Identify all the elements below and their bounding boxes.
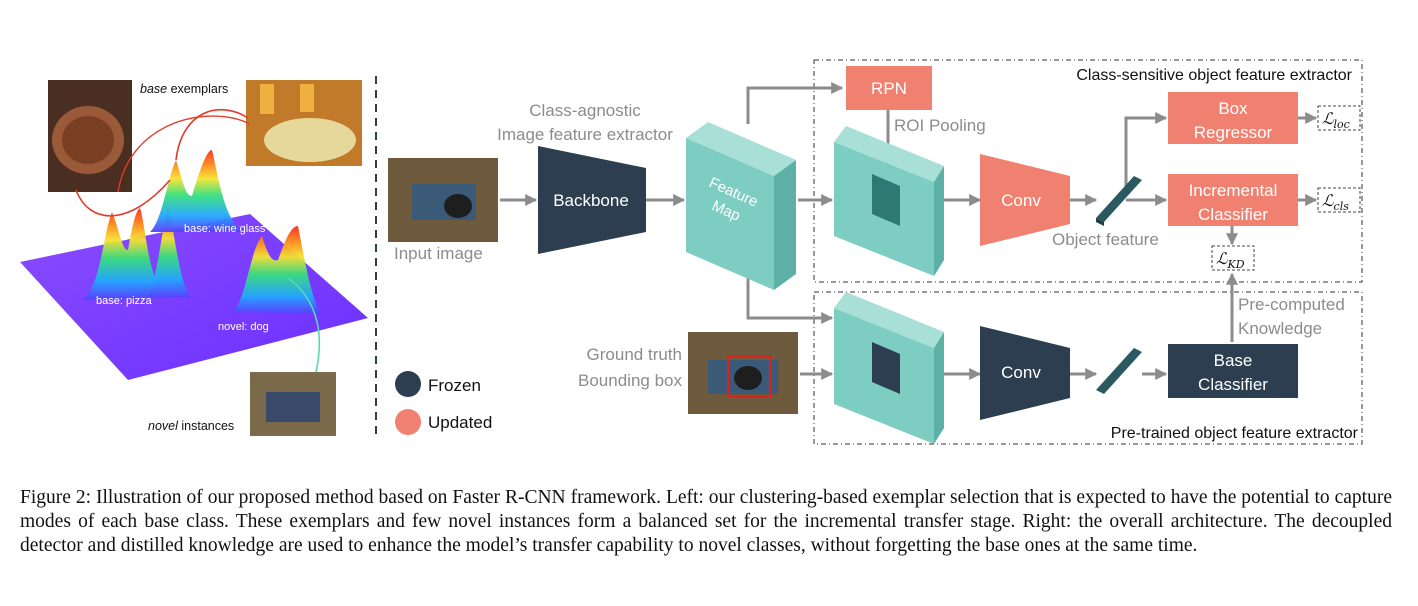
connector-novel bbox=[287, 277, 321, 381]
ground-truth-label-line2: Bounding box bbox=[578, 371, 682, 390]
legend-updated-swatch bbox=[395, 409, 421, 435]
class-agnostic-label: Class-agnostic bbox=[529, 101, 641, 120]
architecture-figure: base exemplars novel instances base: piz… bbox=[20, 59, 1363, 445]
loss-loc-box bbox=[1317, 105, 1361, 131]
base-classifier-label-line1: Base bbox=[1214, 351, 1253, 370]
connector-pizza bbox=[75, 179, 171, 217]
box-regressor-label-line1: Box bbox=[1218, 99, 1248, 118]
peak-pizza bbox=[82, 208, 168, 300]
box-regressor-label-line2: Regressor bbox=[1194, 123, 1273, 142]
rpn-block bbox=[846, 66, 932, 110]
input-image-label: Input image bbox=[394, 244, 483, 263]
precomputed-label-line1: Pre-computed bbox=[1238, 295, 1345, 314]
base-exemplars-label: base exemplars bbox=[140, 82, 228, 96]
peak-label-wine-glass: base: wine glass bbox=[184, 223, 266, 235]
incremental-classifier-block bbox=[1168, 174, 1298, 226]
loss-kd-label: ℒKD bbox=[1216, 249, 1245, 271]
legend-updated-label: Updated bbox=[428, 413, 492, 432]
loss-kd-box bbox=[1211, 245, 1255, 271]
incremental-classifier-label-line2: Classifier bbox=[1198, 205, 1268, 224]
incremental-classifier-label-line1: Incremental bbox=[1189, 181, 1278, 200]
image-feature-extractor-label: Image feature extractor bbox=[497, 125, 673, 144]
pre-trained-region-label: Pre-trained object feature extractor bbox=[1111, 425, 1359, 442]
rpn-label: RPN bbox=[871, 79, 907, 98]
box-regressor-block bbox=[1168, 92, 1298, 144]
backbone-label: Backbone bbox=[553, 191, 629, 210]
ground-truth-label-line1: Ground truth bbox=[587, 345, 682, 364]
conv-top-label: Conv bbox=[1001, 191, 1041, 210]
loss-loc-label: ℒloc bbox=[1322, 109, 1350, 131]
legend-frozen-swatch bbox=[395, 371, 421, 397]
conv-bottom-label: Conv bbox=[1001, 363, 1041, 382]
ground-truth-bbox bbox=[727, 355, 771, 397]
precomputed-label-line2: Knowledge bbox=[1238, 319, 1322, 338]
object-feature-label: Object feature bbox=[1052, 230, 1159, 249]
figure-caption: Figure 2: Illustration of our proposed m… bbox=[20, 487, 1392, 556]
object-feature-bar-top bbox=[1096, 176, 1142, 222]
class-sensitive-region-label: Class-sensitive object feature extractor bbox=[1076, 67, 1352, 84]
peak-dog bbox=[232, 226, 322, 314]
loss-cls-label: ℒcls bbox=[1322, 191, 1349, 213]
peak-pizza-small bbox=[146, 206, 192, 298]
feature-map-cube bbox=[686, 122, 796, 290]
legend-frozen-label: Frozen bbox=[428, 376, 481, 395]
exemplar-selection-panel: base exemplars novel instances base: piz… bbox=[20, 80, 368, 436]
peak-wine-glass bbox=[150, 150, 244, 232]
object-feature-bar-bottom bbox=[1096, 348, 1142, 394]
base-classifier-block bbox=[1168, 344, 1298, 398]
conv-block-bottom bbox=[980, 326, 1070, 420]
roi-pooling-label: ROI Pooling bbox=[894, 116, 986, 135]
connector-wine-2 bbox=[117, 115, 251, 193]
density-plane bbox=[20, 214, 368, 380]
peak-label-dog: novel: dog bbox=[218, 321, 269, 333]
peak-label-pizza: base: pizza bbox=[96, 295, 153, 307]
backbone-block bbox=[538, 146, 646, 254]
conv-block-top bbox=[980, 154, 1070, 246]
feature-map-label: FeatureMap bbox=[698, 174, 760, 229]
class-sensitive-region bbox=[813, 59, 1363, 283]
connector-wine bbox=[175, 108, 249, 161]
pre-trained-region bbox=[813, 291, 1363, 445]
novel-instances-label: novel instances bbox=[148, 419, 234, 433]
roi-feature-cube-bottom bbox=[834, 292, 944, 444]
flow-arrows bbox=[500, 82, 1318, 380]
base-classifier-label-line2: Classifier bbox=[1198, 375, 1268, 394]
roi-feature-cube-top bbox=[834, 126, 944, 276]
loss-cls-box bbox=[1317, 187, 1361, 213]
